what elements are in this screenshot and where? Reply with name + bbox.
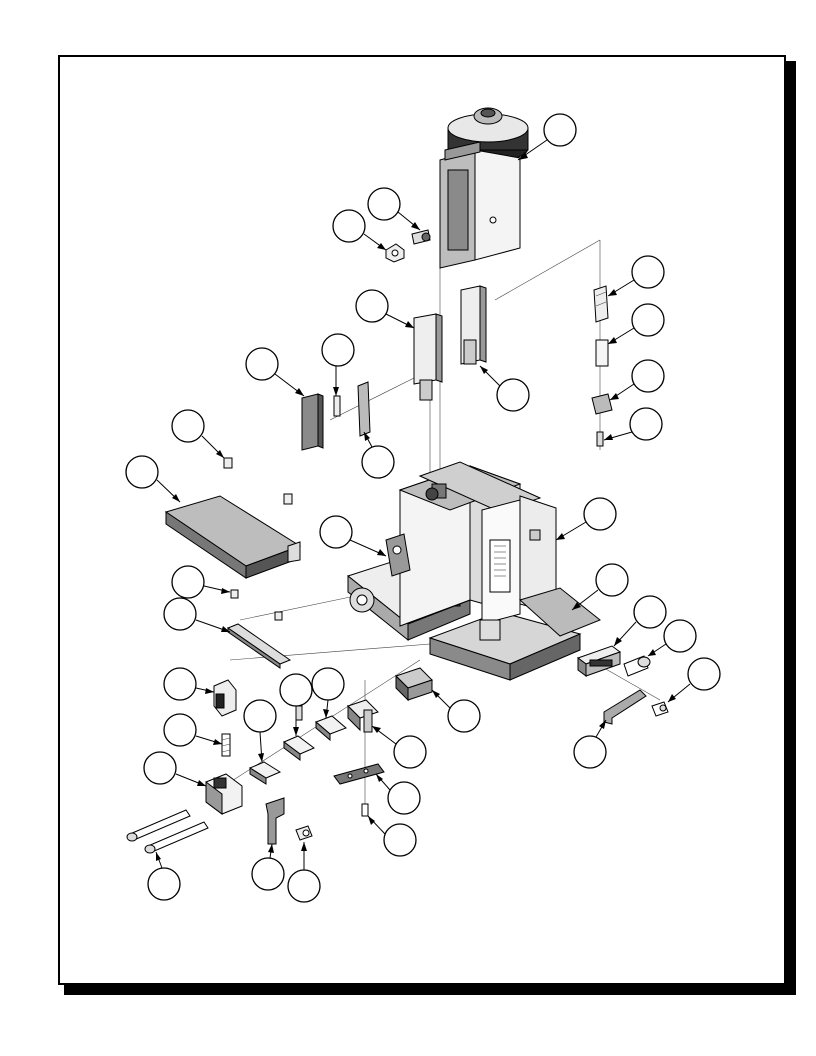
adjuster-housing — [439, 141, 521, 269]
callout-bubble — [361, 431, 395, 479]
screw-right-small — [651, 701, 669, 717]
callout-bubble — [613, 595, 667, 647]
cap-screw-right — [623, 655, 651, 677]
guide-rail — [226, 589, 292, 669]
callout-bubble — [607, 255, 665, 297]
callout-bubble — [287, 842, 321, 903]
main-body — [346, 461, 601, 681]
callout-bubble — [479, 365, 530, 412]
cover-plate — [164, 457, 302, 579]
callout-bubble — [431, 689, 481, 733]
callout-bubble — [332, 209, 387, 251]
callout-bubble — [143, 751, 207, 787]
callout-bubble — [321, 333, 355, 396]
small-screw-bottom — [361, 803, 369, 817]
callout-bubble — [603, 407, 663, 441]
callout-bubble — [311, 667, 345, 719]
slide-plate-left — [413, 313, 443, 401]
callout-bubble — [517, 113, 577, 161]
mount-block — [205, 773, 243, 815]
slide-plate-right — [460, 285, 487, 365]
callout-bubble — [171, 409, 225, 459]
callout-bubble — [355, 289, 415, 329]
link-plates — [248, 705, 347, 785]
feed-finger — [347, 699, 379, 733]
callout-bubble — [163, 597, 231, 633]
callout-bubble — [367, 187, 421, 231]
lever — [603, 689, 647, 725]
callout-bubble — [367, 815, 417, 857]
callout-bubble — [171, 565, 231, 599]
callout-bubble — [251, 843, 285, 891]
callout-bubble — [371, 725, 427, 769]
callout-bubble — [609, 359, 665, 401]
bracket-arm — [265, 797, 285, 845]
set-screw-pair — [385, 229, 431, 263]
callout-bubble — [571, 563, 629, 611]
callout-bubble — [647, 619, 697, 657]
callout-bubble — [375, 773, 421, 815]
guide-strip-pair — [301, 381, 371, 451]
callout-bubble — [279, 673, 313, 736]
callout-bubble — [555, 497, 617, 541]
callout-bubble — [147, 851, 181, 901]
callouts — [125, 113, 721, 903]
callout-bubble — [667, 657, 721, 703]
callout-bubble — [163, 713, 223, 747]
long-bolts — [126, 809, 209, 854]
callout-bubble — [245, 347, 305, 397]
callout-bubble — [573, 719, 607, 769]
stop-block — [395, 667, 433, 702]
spring-small — [221, 733, 231, 757]
callout-bubble — [125, 455, 181, 503]
right-pin-stack — [591, 285, 613, 447]
carrier-plate — [576, 645, 622, 677]
cap-screw-lower — [295, 825, 313, 841]
callout-bubble — [607, 303, 665, 345]
callout-bubble — [243, 699, 277, 763]
callout-bubble — [163, 667, 215, 701]
clamp-block — [213, 679, 237, 717]
callout-bubble — [319, 515, 387, 557]
strip-plate — [333, 763, 385, 785]
